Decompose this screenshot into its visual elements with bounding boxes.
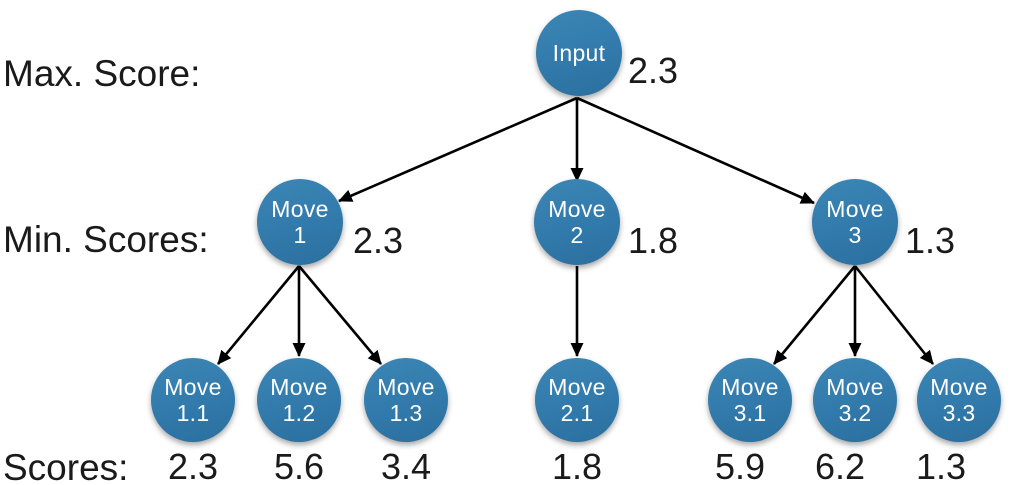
leaf-score-1-1: 2.3	[167, 446, 219, 485]
node-move-1-score: 2.3	[353, 220, 404, 261]
node-move-1-3: Move 1.3	[364, 358, 448, 442]
min-scores-row-label: Min. Scores:	[3, 219, 209, 260]
leaf-score-2-1: 1.8	[551, 446, 603, 485]
node-move-3: Move 3	[812, 179, 898, 265]
edge-move1-leaf13	[298, 265, 382, 365]
node-move-2-score: 1.8	[628, 220, 679, 261]
node-move-1: Move 1	[257, 179, 343, 265]
leaf-score-3-2: 6.2	[814, 446, 866, 485]
node-move-3-label-line2: 3	[848, 222, 862, 248]
edge-move3-leaf33	[853, 265, 935, 365]
node-move-3-1: Move 3.1	[708, 358, 792, 442]
leaf-score-3-1: 5.9	[714, 446, 766, 485]
max-score-row-label: Max. Score:	[3, 53, 201, 94]
node-input-score: 2.3	[628, 50, 679, 91]
leaf-score-1-2: 5.6	[273, 446, 325, 485]
edge-move1-leaf11	[216, 265, 301, 365]
node-move-2-1: Move 2.1	[535, 358, 619, 442]
node-move-2-label-line1: Move	[548, 196, 606, 222]
node-move-3-3-label-line2: 3.3	[942, 400, 976, 426]
node-move-3-2-label-line1: Move	[826, 374, 884, 400]
edge-root-move1	[338, 96, 578, 203]
leaf-score-3-3: 1.3	[915, 446, 967, 485]
node-move-2-label-line2: 2	[570, 222, 584, 248]
node-move-2-1-label-line2: 2.1	[560, 400, 594, 426]
node-move-1-2-label-line1: Move	[270, 374, 328, 400]
node-input: Input	[536, 10, 622, 96]
node-move-1-label-line2: 1	[293, 222, 307, 248]
node-move-2: Move 2	[534, 179, 620, 265]
edge-move3-leaf31	[772, 265, 857, 365]
node-input-label: Input	[552, 40, 606, 66]
node-move-1-1-label-line2: 1.1	[176, 400, 210, 426]
node-move-1-2-label-line2: 1.2	[282, 400, 316, 426]
node-move-3-2-label-line2: 3.2	[838, 400, 872, 426]
node-move-3-3-label-line1: Move	[930, 374, 988, 400]
node-move-1-1-label-line1: Move	[164, 374, 222, 400]
edge-root-move3	[576, 96, 815, 205]
leaf-score-1-3: 3.4	[380, 446, 432, 485]
scores-row-label: Scores:	[3, 447, 129, 485]
node-move-3-1-label-line2: 3.1	[733, 400, 767, 426]
node-move-3-label-line1: Move	[826, 196, 884, 222]
node-move-3-2: Move 3.2	[813, 358, 897, 442]
node-move-2-1-label-line1: Move	[548, 374, 606, 400]
node-move-1-label-line1: Move	[271, 196, 329, 222]
node-move-1-2: Move 1.2	[257, 358, 341, 442]
node-move-3-1-label-line1: Move	[721, 374, 779, 400]
node-move-1-3-label-line2: 1.3	[389, 400, 423, 426]
node-move-1-1: Move 1.1	[151, 358, 235, 442]
node-move-1-3-label-line1: Move	[377, 374, 435, 400]
node-move-3-score: 1.3	[905, 220, 956, 261]
node-move-3-3: Move 3.3	[917, 358, 1001, 442]
